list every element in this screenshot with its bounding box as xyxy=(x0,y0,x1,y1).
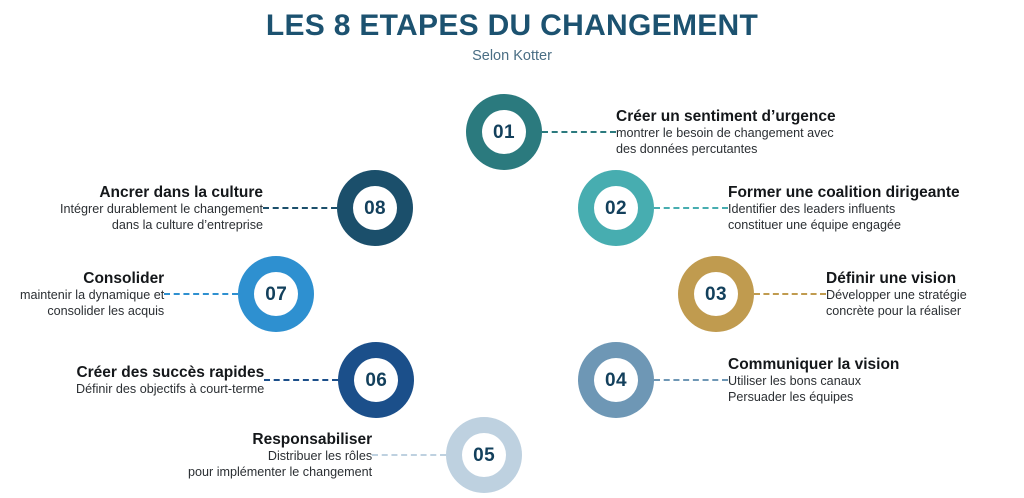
step-05-connector xyxy=(372,454,447,456)
step-04-text: Communiquer la vision Utiliser les bons … xyxy=(728,355,899,405)
step-05-text: Responsabiliser Distribuer les rôles pou… xyxy=(188,430,372,480)
step-04-desc-line2: Persuader les équipes xyxy=(728,389,854,404)
step-02-number-badge[interactable]: 02 xyxy=(578,170,654,246)
step-06-connector xyxy=(264,379,339,381)
step-06-text: Créer des succès rapides Définir des obj… xyxy=(76,363,264,398)
step-06-badge-hole: 06 xyxy=(354,358,399,402)
step-04-connector xyxy=(654,379,728,381)
header: LES 8 ETAPES DU CHANGEMENT Selon Kotter xyxy=(0,8,1024,65)
step-04-title: Communiquer la vision xyxy=(728,356,900,373)
step-08-badge-hole: 08 xyxy=(353,186,398,230)
step-07-title: Consolider xyxy=(83,270,165,287)
step-07-number: 07 xyxy=(265,283,288,305)
step-03-text: Définir une vision Développer une straté… xyxy=(826,269,967,319)
step-02-badge-hole: 02 xyxy=(594,186,638,230)
step-08-desc-line1: Intégrer durablement le changement xyxy=(60,202,264,216)
step-06[interactable]: Créer des succès rapides Définir des obj… xyxy=(76,342,415,418)
step-03-number-badge[interactable]: 03 xyxy=(678,256,754,332)
step-02-desc-line1: Identifier des leaders influents xyxy=(728,202,896,216)
step-05-desc-line2: pour implémenter le changement xyxy=(188,464,373,479)
step-08-connector xyxy=(263,207,338,209)
step-02[interactable]: 02 Former une coalition dirigeante Ident… xyxy=(578,170,960,246)
step-01-number: 01 xyxy=(493,121,515,143)
step-01-connector xyxy=(542,131,616,133)
step-07-desc-line1: maintenir la dynamique et xyxy=(20,288,165,302)
step-04[interactable]: 04 Communiquer la vision Utiliser les bo… xyxy=(578,342,899,418)
step-01-text: Créer un sentiment d’urgence montrer le … xyxy=(616,107,836,157)
step-05[interactable]: Responsabiliser Distribuer les rôles pou… xyxy=(188,417,523,493)
step-01-title: Créer un sentiment d’urgence xyxy=(616,108,836,125)
step-02-text: Former une coalition dirigeante Identifi… xyxy=(728,183,960,233)
step-04-number-badge[interactable]: 04 xyxy=(578,342,654,418)
step-08[interactable]: Ancrer dans la culture Intégrer durablem… xyxy=(60,170,414,246)
step-03[interactable]: 03 Définir une vision Développer une str… xyxy=(678,256,967,332)
step-03-connector xyxy=(754,293,826,295)
step-02-title: Former une coalition dirigeante xyxy=(728,184,960,201)
step-01-number-badge[interactable]: 01 xyxy=(466,94,542,170)
step-05-desc-line1: Distribuer les rôles xyxy=(267,449,373,463)
step-01-desc-line1: montrer le besoin de changement avec xyxy=(616,126,834,140)
step-08-text: Ancrer dans la culture Intégrer durablem… xyxy=(60,183,263,233)
step-05-title: Responsabiliser xyxy=(252,431,373,448)
step-02-connector xyxy=(654,207,728,209)
step-03-desc-line1: Développer une stratégie xyxy=(826,288,967,302)
step-03-desc-line2: concrète pour la réaliser xyxy=(826,303,962,318)
step-02-desc-line2: constituer une équipe engagée xyxy=(728,217,901,232)
step-06-title: Créer des succès rapides xyxy=(76,363,265,381)
step-01[interactable]: 01 Créer un sentiment d’urgence montrer … xyxy=(466,94,836,170)
step-05-badge-hole: 05 xyxy=(462,433,507,477)
step-08-number: 08 xyxy=(364,197,386,219)
step-04-number: 04 xyxy=(605,369,627,391)
step-03-title: Définir une vision xyxy=(826,270,957,287)
step-06-number-badge[interactable]: 06 xyxy=(338,342,415,418)
step-07-number-badge[interactable]: 07 xyxy=(238,256,315,332)
step-02-number: 02 xyxy=(605,197,627,219)
step-04-badge-hole: 04 xyxy=(594,358,638,402)
step-08-title: Ancrer dans la culture xyxy=(99,184,264,201)
step-01-desc-line2: des données percutantes xyxy=(616,141,758,156)
step-06-number: 06 xyxy=(365,369,388,391)
step-07-desc-line2: consolider les acquis xyxy=(47,303,165,318)
step-07[interactable]: Consolider maintenir la dynamique et con… xyxy=(20,256,315,332)
step-03-badge-hole: 03 xyxy=(694,272,738,316)
step-08-number-badge[interactable]: 08 xyxy=(337,170,414,246)
page-subtitle: Selon Kotter xyxy=(472,48,552,64)
step-01-badge-hole: 01 xyxy=(482,110,526,154)
step-05-number: 05 xyxy=(473,444,496,466)
step-03-number: 03 xyxy=(705,283,727,305)
step-07-badge-hole: 07 xyxy=(254,272,299,316)
step-08-desc-line2: dans la culture d’entreprise xyxy=(111,217,264,232)
step-07-connector xyxy=(164,293,239,295)
step-05-number-badge[interactable]: 05 xyxy=(446,417,523,493)
page-title: LES 8 ETAPES DU CHANGEMENT xyxy=(265,9,759,42)
step-07-text: Consolider maintenir la dynamique et con… xyxy=(20,269,164,319)
step-06-desc-line1: Définir des objectifs à court-terme xyxy=(76,381,265,396)
step-04-desc-line1: Utiliser les bons canaux xyxy=(728,374,861,388)
